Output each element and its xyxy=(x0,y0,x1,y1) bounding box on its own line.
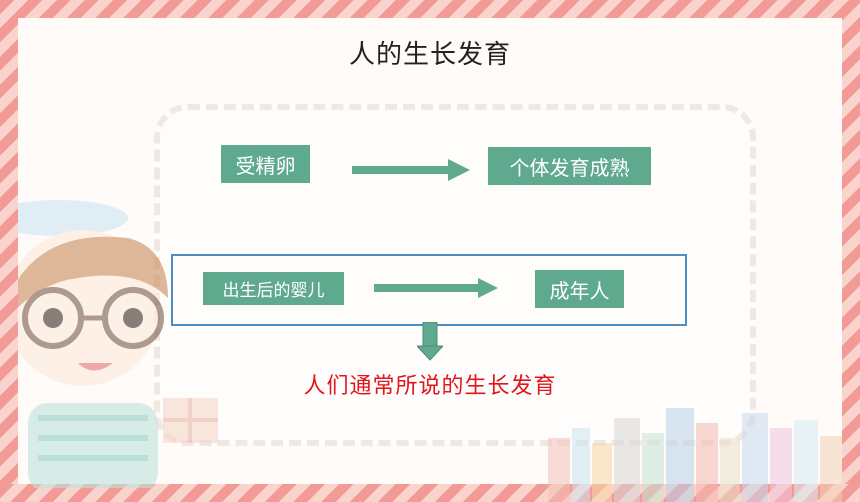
box-fertilized-egg: 受精卵 xyxy=(221,145,310,183)
box-newborn-baby: 出生后的婴儿 xyxy=(203,272,344,305)
down-arrow-icon xyxy=(417,322,443,361)
conclusion-note: 人们通常所说的生长发育 xyxy=(303,374,557,399)
right-arrow-icon xyxy=(374,278,498,298)
girl-illustration xyxy=(18,200,218,488)
slide-canvas xyxy=(18,18,842,502)
box-adult: 成年人 xyxy=(535,270,624,308)
box-individual-mature: 个体发育成熟 xyxy=(488,147,651,185)
right-arrow-icon xyxy=(352,159,470,181)
books-illustration xyxy=(548,408,842,502)
slide-title: 人的生长发育 xyxy=(348,40,511,70)
